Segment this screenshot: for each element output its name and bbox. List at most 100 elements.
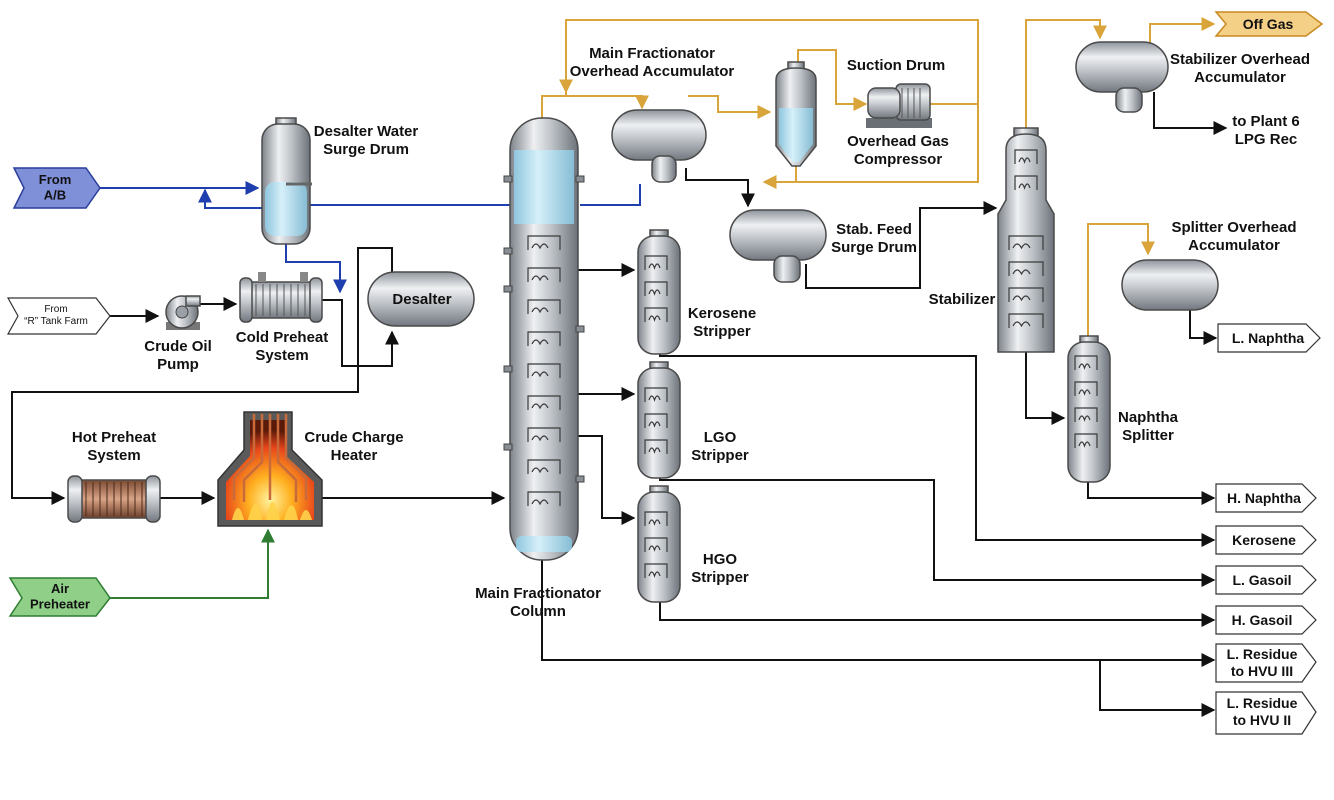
compressor-skid	[866, 118, 932, 128]
pipe-residue-branch	[1099, 660, 1216, 717]
stripper-tray	[1008, 261, 1044, 276]
cold-preheat-nozzle	[258, 272, 266, 282]
heater-coils	[232, 414, 308, 502]
cold-preheat-tubes	[255, 284, 306, 316]
stabilizer[interactable]	[997, 127, 1055, 353]
pipe-desalter-top-loop	[11, 247, 393, 505]
crude-oil-pump[interactable]	[165, 295, 201, 330]
pipe-stab-feed-to-stabilizer	[805, 201, 998, 289]
compressor-motor	[895, 83, 931, 121]
column-tray	[527, 459, 561, 474]
crude-charge-heater[interactable]	[217, 411, 323, 527]
outlet-h-gasoil-label: H. Gasoil	[1232, 612, 1293, 628]
inlet-tank-farm[interactable]: From“R” Tank Farm	[6, 297, 111, 335]
outlet-off-gas-label: Off Gas	[1243, 16, 1294, 32]
hgo-stripper-trays	[644, 511, 668, 578]
kerosene-stripper-body	[637, 235, 681, 355]
pipe-compressor-return	[762, 103, 979, 189]
outlet-h-naphtha-tag	[1215, 483, 1317, 513]
outlet-l-naphtha-tag	[1217, 323, 1321, 353]
pipe-column-overhead	[541, 95, 649, 118]
pipe-to-off-gas	[1149, 17, 1216, 48]
stripper-tray	[1074, 355, 1098, 370]
pipe-to-l-naphtha	[1189, 308, 1218, 345]
pipe-to-h-naphtha	[1087, 482, 1216, 505]
outlet-l-residue-hvu2-tag	[1215, 691, 1317, 735]
kerosene-stripper[interactable]	[637, 229, 681, 355]
column-tray	[527, 299, 561, 314]
overhead-gas-compressor[interactable]	[866, 83, 932, 128]
naphtha-splitter[interactable]	[1067, 335, 1111, 483]
column-bottom-water	[516, 536, 572, 552]
hot-preheat-exchanger[interactable]	[67, 475, 161, 523]
outlet-h-naphtha-label: H. Naphtha	[1227, 490, 1301, 506]
cold-preheat-head-left	[239, 277, 253, 323]
stripper-tray	[1014, 149, 1038, 164]
cold-preheat-exchanger[interactable]	[239, 272, 323, 323]
cold-preheat-shell	[249, 281, 313, 319]
pipe-accumulator-to-stab-feed	[685, 168, 755, 208]
main-fractionator-column[interactable]	[503, 117, 585, 561]
main-fractionator-overhead-accumulator[interactable]	[611, 109, 707, 183]
pipe-stabilizer-overhead	[1025, 19, 1107, 134]
outlet-kerosene-tag	[1215, 525, 1317, 555]
outlet-h-gasoil[interactable]: H. Gasoil	[1215, 605, 1317, 635]
desalter[interactable]: Desalter	[367, 271, 475, 327]
stripper-tray	[644, 387, 668, 402]
desalter-water-surge-drum[interactable]	[261, 117, 312, 245]
suction-drum[interactable]	[775, 61, 817, 167]
pipe-hgo-product	[659, 600, 1216, 627]
cold-preheat-nozzle-2	[300, 272, 308, 282]
stab-feed-surge-drum[interactable]	[729, 209, 827, 283]
stripper-tray	[1074, 407, 1098, 422]
lgo-stripper-trays	[644, 387, 668, 454]
pipe-stabilizer-to-splitter	[1025, 352, 1066, 425]
hot-preheat-head-right	[145, 475, 161, 523]
stabilizer-overhead-accumulator[interactable]	[1075, 41, 1169, 113]
pipe-network	[11, 17, 1228, 717]
pipe-surge-drum-to-desalter	[285, 244, 347, 294]
kerosene-stripper-trays	[644, 255, 668, 322]
outlet-h-naphtha[interactable]: H. Naphtha	[1215, 483, 1317, 513]
hot-preheat-head-left	[67, 475, 83, 523]
hgo-stripper[interactable]	[637, 485, 681, 603]
pipe-residue-main	[541, 560, 1216, 667]
stripper-tray	[1008, 235, 1044, 250]
stripper-tray	[1008, 287, 1044, 302]
splitter-overhead-accumulator[interactable]	[1121, 259, 1219, 311]
outlet-l-gasoil-label: L. Gasoil	[1232, 572, 1291, 588]
outlet-l-gasoil[interactable]: L. Gasoil	[1215, 565, 1317, 595]
surge-drum-water	[265, 182, 307, 236]
stab-feed-body	[729, 209, 827, 261]
stripper-tray	[1074, 433, 1098, 448]
outlet-off-gas[interactable]: Off Gas	[1214, 11, 1324, 37]
column-tray	[527, 427, 561, 442]
outlet-kerosene[interactable]: Kerosene	[1215, 525, 1317, 555]
outlet-off-gas-tag	[1214, 11, 1324, 37]
stab-accumulator-body	[1075, 41, 1169, 93]
outlet-kerosene-label: Kerosene	[1232, 532, 1296, 548]
outlet-l-gasoil-tag	[1215, 565, 1317, 595]
lgo-stripper[interactable]	[637, 361, 681, 479]
inlet-air-preheater-tag	[8, 577, 111, 617]
pipe-suction-to-compressor	[797, 49, 868, 111]
outlet-l-naphtha[interactable]: L. Naphtha	[1217, 323, 1321, 353]
